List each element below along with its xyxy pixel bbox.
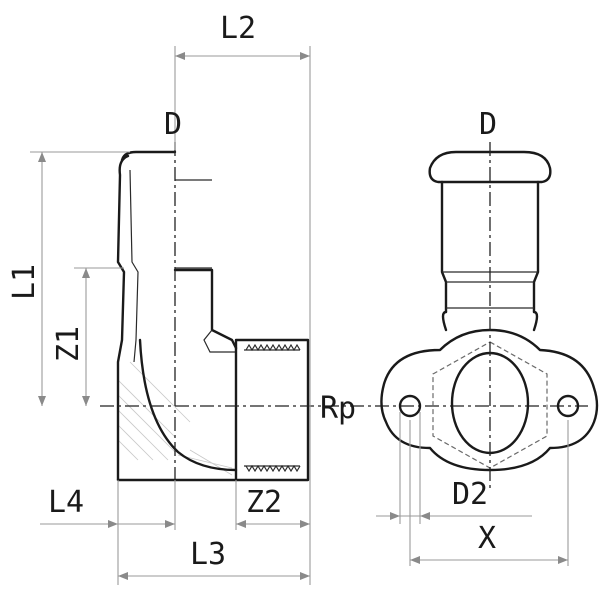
label-z1: Z1: [51, 326, 86, 362]
wallplate-front-view: [380, 142, 599, 490]
label-l1: L1: [7, 264, 42, 300]
mounting-hole-left: [398, 394, 422, 418]
section-hatch: [117, 361, 233, 476]
label-x: X: [478, 521, 496, 556]
dimension-lines: [30, 46, 569, 585]
label-l2: L2: [220, 11, 256, 46]
label-d-left: D: [164, 107, 182, 142]
label-l4: L4: [48, 485, 84, 520]
mounting-hole-right: [556, 394, 580, 418]
elbow-side-view: [100, 142, 588, 482]
label-z2: Z2: [246, 485, 282, 520]
label-rp: Rp: [320, 391, 356, 426]
thread-teeth: [245, 343, 301, 473]
elbow-outer-contour: [116, 150, 177, 482]
label-d2: D2: [452, 477, 488, 512]
label-d-right: D: [479, 107, 497, 142]
press-cap: [428, 150, 552, 184]
label-l3: L3: [190, 537, 226, 572]
female-thread-housing: [234, 338, 310, 482]
elbow-bend: [173, 268, 238, 350]
dimension-labels: L2 D D L1 Z1 Rp L4 Z2 L3 D2 X: [7, 11, 497, 572]
wall-flange: [380, 310, 599, 472]
